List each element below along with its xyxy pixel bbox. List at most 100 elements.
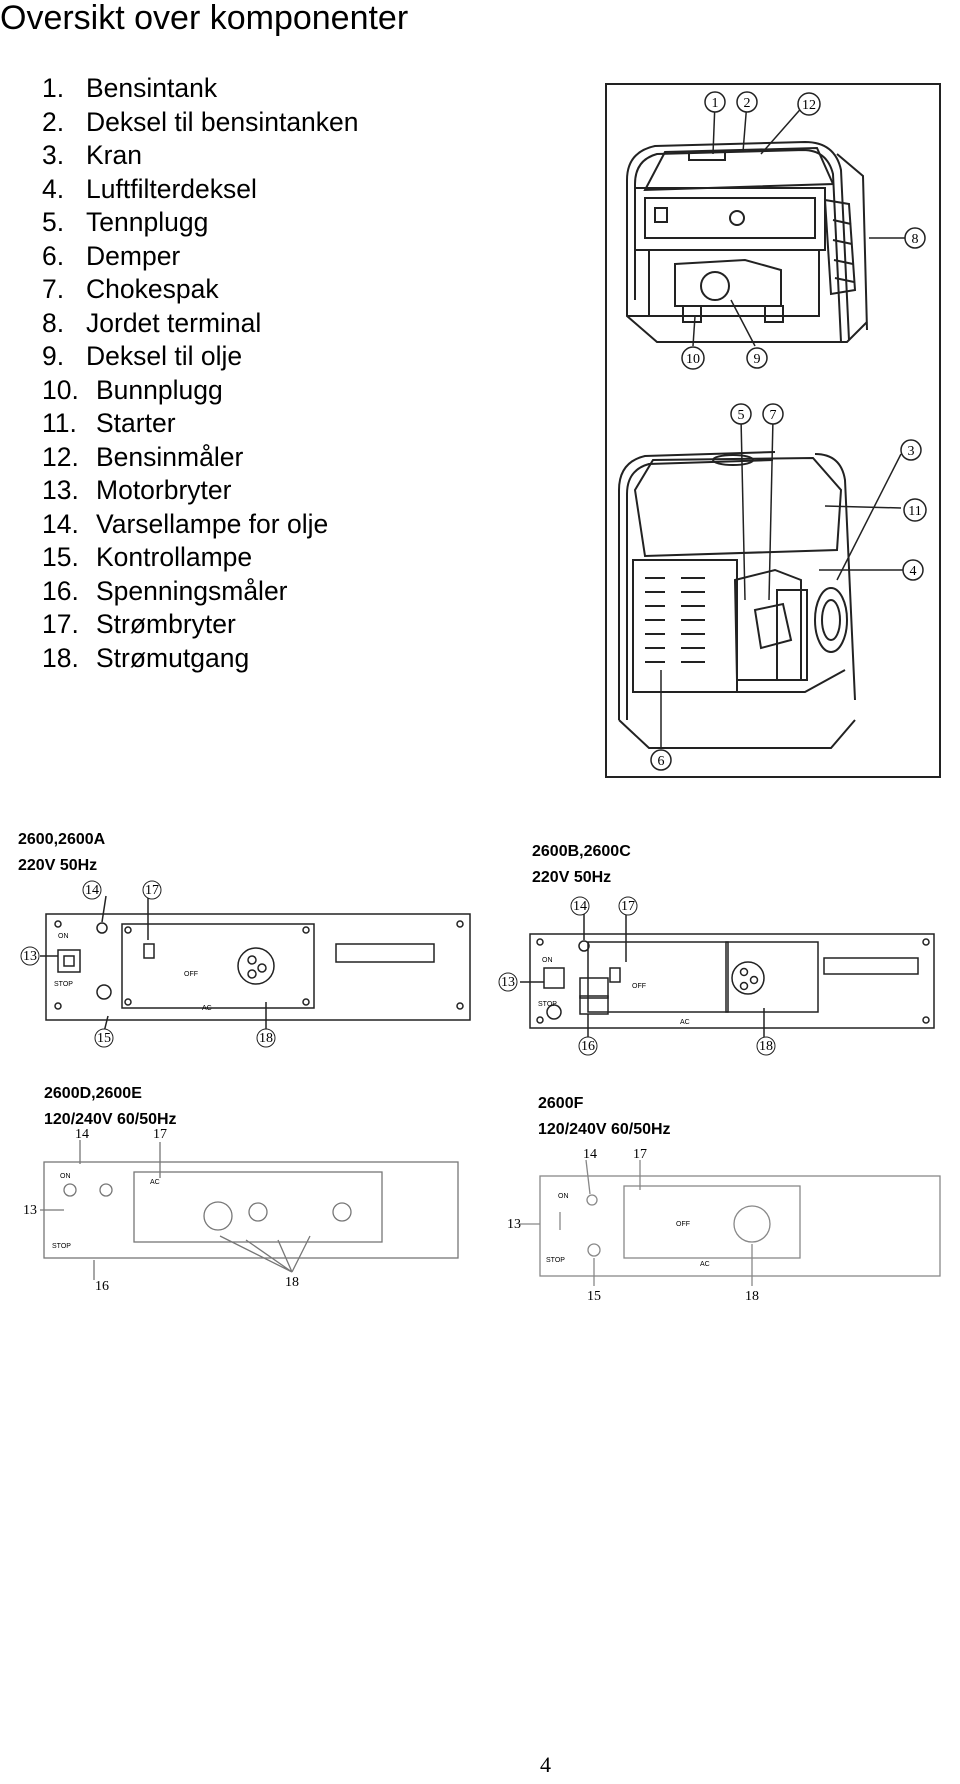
- list-item: 15.Kontrollampe: [42, 542, 253, 572]
- svg-text:9: 9: [754, 352, 761, 367]
- callout-10: 10: [681, 346, 705, 370]
- list-item: 8.Jordet terminal: [42, 307, 262, 338]
- generator-illustration: 1 2 12 8 10 9 5 7 3 11 4 6: [605, 83, 941, 778]
- svg-text:4: 4: [910, 564, 917, 579]
- panel-callouts: 14 17 13 16 18: [498, 896, 776, 1056]
- svg-text:3: 3: [908, 444, 915, 459]
- callout-2: 2: [736, 91, 758, 113]
- list-item: 12.Bensinmåler: [42, 441, 244, 472]
- svg-text:12: 12: [802, 98, 816, 113]
- callout-5: 5: [730, 403, 752, 425]
- callout-6: 6: [650, 749, 672, 771]
- list-item: 18.Strømutgang: [42, 642, 250, 673]
- svg-text:13: 13: [501, 975, 515, 990]
- list-item: 16.Spenningsmåler: [42, 575, 288, 606]
- panel-model: 2600D,2600E: [44, 1085, 142, 1102]
- list-item: 6.Demper: [42, 240, 181, 271]
- list-item: 4.Luftfilterdeksel: [42, 173, 257, 204]
- svg-text:14: 14: [75, 1127, 89, 1142]
- top-view-callouts: [692, 101, 905, 347]
- panel-2600-2600a: 2600,2600A 220V 50Hz ON STOP OFF AC 14 1…: [18, 831, 471, 1048]
- svg-text:7: 7: [770, 408, 777, 423]
- svg-text:15: 15: [97, 1031, 111, 1046]
- figure-frame: [605, 83, 941, 778]
- list-item: 7.Chokespak: [42, 274, 219, 304]
- svg-text:AC: AC: [202, 1005, 212, 1012]
- svg-text:17: 17: [633, 1147, 647, 1162]
- list-item: 10.Bunnplugg: [42, 374, 223, 405]
- svg-text:ON: ON: [60, 1173, 71, 1180]
- svg-text:18: 18: [759, 1039, 773, 1054]
- svg-text:STOP: STOP: [546, 1257, 565, 1264]
- panel-model: 2600F: [538, 1095, 584, 1112]
- svg-text:ON: ON: [58, 933, 69, 940]
- svg-text:18: 18: [745, 1289, 759, 1304]
- svg-text:17: 17: [145, 883, 159, 898]
- svg-text:15: 15: [587, 1289, 601, 1304]
- list-item: 9.Deksel til olje: [42, 341, 243, 371]
- callout-11: 11: [903, 498, 927, 522]
- list-item: 5.Tennplugg: [42, 207, 209, 237]
- svg-text:17: 17: [621, 899, 635, 914]
- component-list: 1.Bensintank 2.Deksel til bensintanken 3…: [42, 72, 359, 675]
- svg-text:14: 14: [583, 1147, 597, 1162]
- list-item: 3.Kran: [42, 140, 142, 170]
- svg-text:ON: ON: [558, 1193, 569, 1200]
- panel-2600f: 2600F 120/240V 60/50Hz ON STOP OFF AC 14…: [507, 1095, 941, 1304]
- callout-1: 1: [704, 91, 726, 113]
- svg-text:18: 18: [285, 1275, 299, 1290]
- list-item: 1.Bensintank: [42, 73, 218, 103]
- panel-callouts: 14 17 13 15 18: [507, 1147, 759, 1304]
- page-title: Oversikt over komponenter: [0, 0, 409, 37]
- svg-text:2: 2: [744, 96, 751, 111]
- panel-model: 2600B,2600C: [532, 843, 631, 860]
- svg-text:AC: AC: [680, 1019, 690, 1026]
- list-item: 2.Deksel til bensintanken: [42, 106, 359, 137]
- panel-2600b-2600c: 2600B,2600C 220V 50Hz ON STOP OFF AC 14 …: [498, 843, 935, 1056]
- list-item: 11.Starter: [42, 408, 176, 438]
- svg-text:13: 13: [507, 1217, 521, 1232]
- svg-text:16: 16: [581, 1039, 595, 1054]
- panel-voltage: 120/240V 60/50Hz: [538, 1121, 671, 1138]
- svg-text:ON: ON: [542, 957, 553, 964]
- svg-text:6: 6: [658, 754, 665, 769]
- svg-text:STOP: STOP: [52, 1243, 71, 1250]
- panel-model: 2600,2600A: [18, 831, 106, 848]
- callout-3: 3: [900, 439, 922, 461]
- panel-voltage: 220V 50Hz: [18, 857, 97, 874]
- list-item: 13.Motorbryter: [42, 475, 232, 505]
- panel-callouts: 14 17 13 15 18: [20, 880, 276, 1048]
- svg-text:13: 13: [23, 949, 37, 964]
- svg-text:8: 8: [912, 232, 919, 247]
- svg-text:1: 1: [712, 96, 719, 111]
- callout-8: 8: [904, 227, 926, 249]
- bottom-view-callouts: [660, 417, 903, 748]
- svg-text:OFF: OFF: [632, 983, 646, 990]
- callout-12: 12: [797, 92, 821, 116]
- svg-text:AC: AC: [150, 1179, 160, 1186]
- svg-text:14: 14: [573, 899, 587, 914]
- callout-4: 4: [902, 559, 924, 581]
- page-number: 4: [540, 1752, 551, 1777]
- list-item: 14.Varsellampe for olje: [42, 508, 329, 539]
- generator-top-view: [626, 140, 868, 343]
- list-item: 17.Strømbryter: [42, 609, 236, 639]
- svg-text:16: 16: [95, 1279, 109, 1294]
- panel-voltage: 120/240V 60/50Hz: [44, 1111, 177, 1128]
- svg-text:17: 17: [153, 1127, 167, 1142]
- svg-text:5: 5: [738, 408, 745, 423]
- svg-text:13: 13: [23, 1203, 37, 1218]
- svg-text:11: 11: [908, 504, 921, 519]
- panel-voltage: 220V 50Hz: [532, 869, 611, 886]
- svg-text:STOP: STOP: [538, 1001, 557, 1008]
- panel-2600d-2600e: 2600D,2600E 120/240V 60/50Hz ON STOP AC …: [23, 1085, 459, 1294]
- svg-text:10: 10: [686, 352, 700, 367]
- svg-text:OFF: OFF: [676, 1221, 690, 1228]
- svg-text:STOP: STOP: [54, 981, 73, 988]
- panel-callouts: 14 17 13 16 18: [23, 1127, 299, 1294]
- svg-text:AC: AC: [700, 1261, 710, 1268]
- generator-bottom-view: [618, 451, 856, 749]
- svg-text:18: 18: [259, 1031, 273, 1046]
- callout-7: 7: [762, 403, 784, 425]
- svg-text:14: 14: [85, 883, 99, 898]
